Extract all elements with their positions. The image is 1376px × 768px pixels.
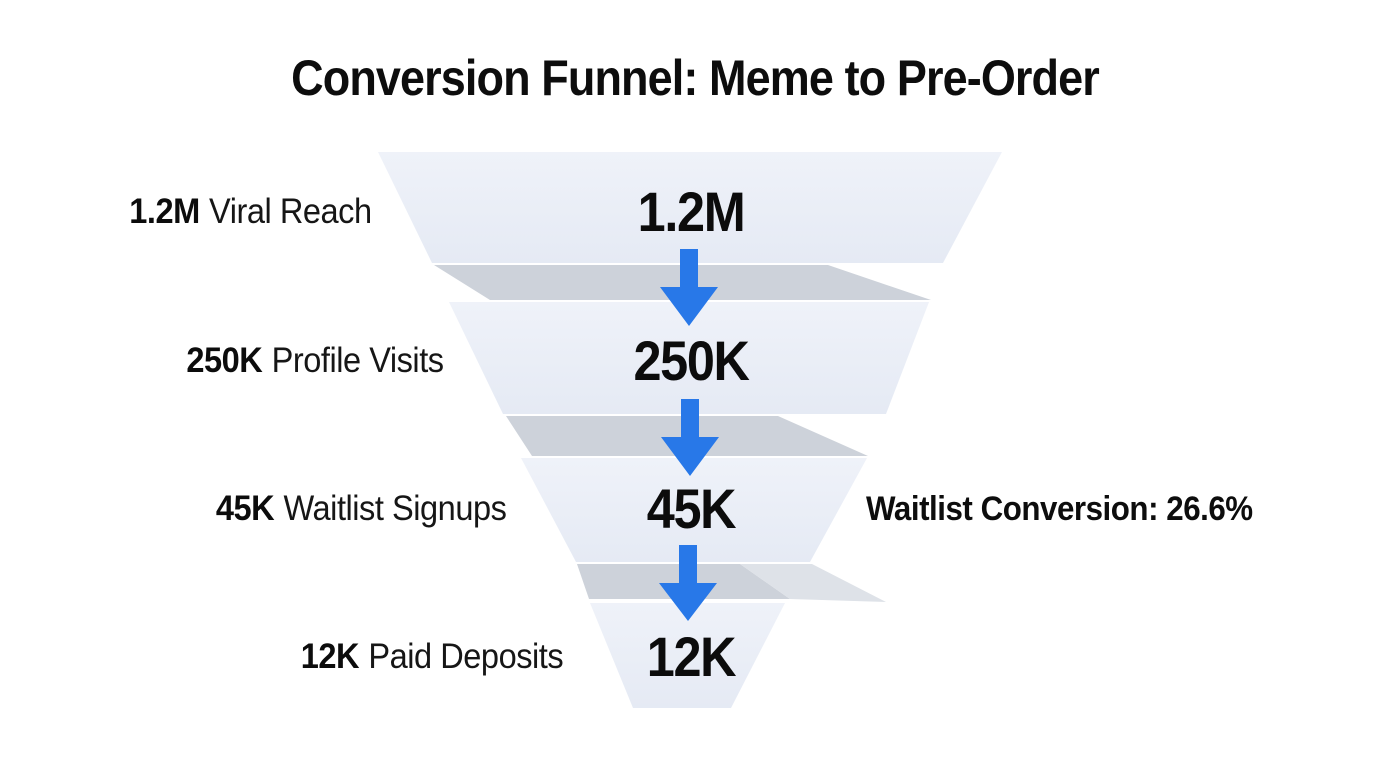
stage-label-name: Viral Reach (209, 192, 372, 231)
stage-label-name: Paid Deposits (368, 637, 563, 676)
down-arrow-icon-3 (659, 545, 717, 621)
stage-value-paid-deposits: 12K (646, 625, 737, 688)
stage-value-viral-reach: 1.2M (637, 180, 746, 243)
funnel-segment-1 (378, 152, 1002, 263)
stage-value-waitlist-signups: 45K (646, 477, 737, 540)
down-arrow-icon-2 (661, 399, 719, 476)
stage-label-value: 1.2M (129, 192, 201, 231)
funnel-segment-4 (590, 603, 785, 708)
page-title: Conversion Funnel: Meme to Pre-Order (291, 50, 1100, 106)
down-arrow-icon-1 (660, 249, 718, 326)
funnel-segment-2 (449, 302, 929, 414)
stage-label-value: 45K (215, 489, 274, 528)
stage-value-profile-visits: 250K (633, 329, 749, 392)
stage-label-name: Profile Visits (272, 341, 444, 380)
stage-label-value: 250K (186, 341, 263, 380)
funnel-segment-3 (521, 458, 867, 562)
stage-label-value: 12K (300, 637, 360, 676)
conversion-annotation: Waitlist Conversion: 26.6% (866, 490, 1253, 528)
funnel-band-3-highlight (740, 564, 886, 602)
stage-label-name: Waitlist Signups (283, 489, 506, 528)
